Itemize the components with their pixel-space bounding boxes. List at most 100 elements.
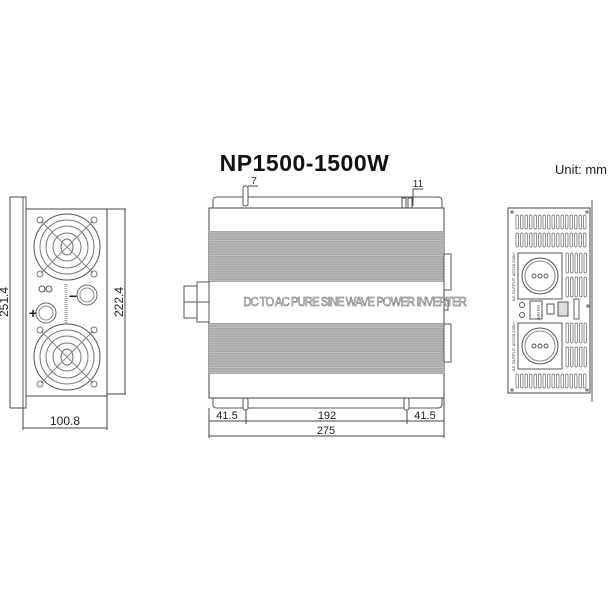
vent-slot	[583, 322, 587, 344]
vent-slot	[515, 373, 519, 389]
vent-slot	[529, 232, 533, 248]
vent-slot	[583, 373, 587, 389]
negative-terminal	[76, 284, 98, 306]
dim-edge-left: 41.5	[216, 410, 237, 422]
vent-slot	[570, 252, 574, 274]
vent-slot	[578, 373, 582, 389]
dim-width: 100.8	[50, 414, 80, 428]
vent-slot	[542, 214, 546, 230]
body-text: DC TO AC PURE SINE WAVE POWER INVERTER	[243, 294, 467, 310]
outlet-label-bottom: AC OUTPUT: AC220-240V~	[511, 320, 516, 371]
plus-label: +	[29, 305, 37, 321]
vent-slot	[538, 214, 542, 230]
outlet-label-top: AC OUTPUT: AC220-240V~	[511, 250, 516, 301]
vent-slot	[551, 373, 555, 389]
dim-slot-right: 11	[413, 179, 424, 190]
vent-slot	[574, 232, 578, 248]
vent-slot	[542, 373, 546, 389]
vent-slot	[560, 373, 564, 389]
vent-slot	[579, 346, 583, 368]
vent-slot	[547, 373, 551, 389]
dim-length: 275	[317, 425, 335, 437]
vent-slot	[538, 232, 542, 248]
side-view: + − 251.4 222.4 100.8	[0, 196, 126, 430]
vent-slot	[579, 276, 583, 298]
vent-slot	[524, 373, 528, 389]
vent-slot	[583, 252, 587, 274]
vent-slot	[569, 373, 573, 389]
ac-socket-side	[443, 253, 452, 291]
vent-slot	[570, 346, 574, 368]
vent-slot	[574, 322, 578, 344]
vent-slot	[551, 232, 555, 248]
vent-slot	[533, 232, 537, 248]
vent-slot	[547, 214, 551, 230]
vent-slot	[533, 214, 537, 230]
vent-slot	[570, 276, 574, 298]
vent-slot	[574, 346, 578, 368]
dim-slot-left: 7	[251, 176, 257, 187]
dim-overall-height: 251.4	[0, 287, 11, 317]
mount-slot	[242, 185, 249, 207]
vent-slot	[583, 232, 587, 248]
vent-slot	[524, 214, 528, 230]
vent-slot	[565, 322, 569, 344]
vent-slot	[569, 214, 573, 230]
usb-port	[546, 303, 555, 315]
vent-slot	[538, 373, 542, 389]
dim-edge-right: 41.5	[414, 410, 435, 422]
vent-slot	[574, 214, 578, 230]
vent-slot	[574, 276, 578, 298]
ac-outlet-top	[517, 252, 563, 300]
vent-slot	[560, 214, 564, 230]
heatsink-band-bottom	[209, 323, 444, 374]
vent-slot	[556, 214, 560, 230]
vent-slot	[529, 373, 533, 389]
top-view: 7 11 41.5 192 41.5 275	[183, 176, 452, 438]
vent-slot	[565, 373, 569, 389]
vent-slot	[556, 373, 560, 389]
vent-slot	[520, 214, 524, 230]
vent-slot	[574, 252, 578, 274]
remote-port	[557, 301, 569, 317]
ac-outlet-bottom	[517, 322, 563, 370]
vent-slot	[556, 232, 560, 248]
vent-slot	[578, 214, 582, 230]
vent-slot	[515, 214, 519, 230]
fault-led	[519, 312, 525, 318]
vent-slot	[569, 232, 573, 248]
power-led	[519, 302, 525, 308]
switch-on-label: ON	[536, 305, 541, 311]
vent-slot	[520, 373, 524, 389]
unit-label: Unit: mm	[555, 162, 607, 177]
switch-off-label: OFF	[536, 312, 541, 321]
vent-slot	[524, 232, 528, 248]
power-switch[interactable]	[529, 300, 543, 320]
vent-slot	[583, 214, 587, 230]
vent-slot	[565, 214, 569, 230]
positive-terminal	[35, 302, 57, 324]
vent-slot	[515, 232, 519, 248]
vent-slot	[574, 373, 578, 389]
vent-slot	[579, 322, 583, 344]
vent-slot	[551, 214, 555, 230]
model-title: NP1500-1500W	[219, 150, 390, 176]
vent-slot	[565, 232, 569, 248]
vent-slot	[542, 232, 546, 248]
heatsink-band-top	[209, 231, 444, 282]
vent-slot	[560, 232, 564, 248]
vent-slot	[533, 373, 537, 389]
vent-slot	[570, 322, 574, 344]
vent-slot	[565, 276, 569, 298]
vent-slot	[529, 214, 533, 230]
vent-slot	[547, 232, 551, 248]
vent-slot	[565, 346, 569, 368]
vent-slot	[520, 232, 524, 248]
ground-screw	[38, 285, 46, 293]
minus-label: −	[69, 288, 77, 304]
vent-slot	[579, 252, 583, 274]
vent-slot	[583, 346, 587, 368]
dim-center-span: 192	[318, 410, 336, 422]
vent-slot	[578, 232, 582, 248]
